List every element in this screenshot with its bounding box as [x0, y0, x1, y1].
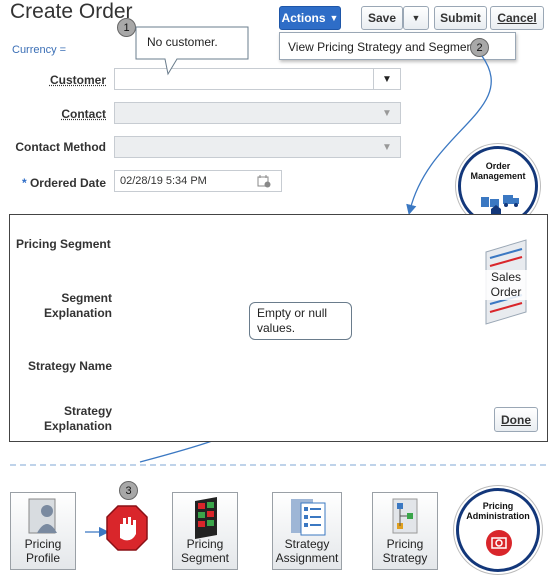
- checklist-icon: [291, 499, 326, 536]
- menu-item-view-pricing[interactable]: View Pricing Strategy and Segment: [288, 40, 477, 54]
- step-2-marker: 2: [470, 38, 489, 57]
- calendar-icon[interactable]: [257, 174, 271, 188]
- sales-order-label: Sales Order: [484, 270, 528, 300]
- strategy-assignment-tile[interactable]: Strategy Assignment: [272, 492, 342, 570]
- contact-method-label: Contact Method: [15, 140, 106, 154]
- required-mark: *: [21, 176, 27, 190]
- factory-truck-icon: [481, 195, 519, 216]
- submit-button[interactable]: Submit: [434, 6, 487, 30]
- chevron-down-icon: ▼: [382, 141, 392, 153]
- page-title: Create Order: [10, 0, 133, 23]
- pricing-administration-label: Pricing Administration: [466, 501, 530, 521]
- order-management-label: Order Management: [470, 161, 526, 181]
- done-button[interactable]: Done: [494, 407, 538, 432]
- callout-1-text: No customer.: [147, 35, 218, 49]
- actions-label: Actions: [281, 11, 326, 25]
- contact-method-field[interactable]: ▼: [114, 136, 401, 158]
- customer-label: Customer: [49, 73, 106, 87]
- step-3-marker: 3: [119, 481, 138, 500]
- segment-blocks-icon: [195, 497, 217, 539]
- chevron-down-icon: ▼: [411, 13, 421, 23]
- currency-label: Currency =: [12, 44, 67, 56]
- chevron-down-icon[interactable]: ▼: [373, 69, 400, 89]
- chevron-down-icon: ▼: [382, 107, 392, 119]
- ordered-date-label: * Ordered Date: [21, 176, 106, 190]
- flowchart-icon: [392, 498, 418, 534]
- ordered-date-field[interactable]: 02/28/19 5:34 PM: [114, 170, 282, 192]
- person-document-icon: [28, 498, 57, 534]
- pricing-administration-badge: Pricing Administration: [456, 488, 540, 572]
- actions-button[interactable]: Actions ▼: [279, 6, 341, 30]
- pricing-profile-tile[interactable]: Pricing Profile: [10, 492, 76, 570]
- pricing-segment-tile-label: Pricing Segment: [180, 537, 230, 565]
- callout-1-bubble: [135, 26, 249, 76]
- save-button[interactable]: Save: [361, 6, 403, 30]
- save-menu-button[interactable]: ▼: [403, 6, 429, 30]
- pricing-admin-icon: [486, 530, 512, 556]
- pricing-segment-tile[interactable]: Pricing Segment: [172, 492, 238, 570]
- strategy-assignment-label: Strategy Assignment: [275, 537, 339, 565]
- chevron-down-icon: ▼: [329, 13, 339, 23]
- pricing-segment-label: Pricing Segment: [16, 237, 111, 251]
- strategy-name-label: Strategy Name: [27, 359, 112, 373]
- pricing-strategy-tile[interactable]: Pricing Strategy: [372, 492, 438, 570]
- order-management-badge: Order Management: [458, 146, 538, 226]
- pricing-profile-label: Pricing Profile: [24, 537, 62, 565]
- step-1-marker: 1: [117, 18, 136, 37]
- cancel-button[interactable]: Cancel: [490, 6, 544, 30]
- pricing-strategy-label: Pricing Strategy: [382, 537, 428, 565]
- sales-order-image: Sales Order: [484, 238, 528, 326]
- segment-explanation-label: Segment Explanation: [43, 291, 112, 320]
- stop-hand-icon: [106, 505, 148, 551]
- contact-label: Contact: [61, 107, 106, 121]
- empty-values-callout: Empty or null values.: [249, 302, 352, 340]
- contact-field[interactable]: ▼: [114, 102, 401, 124]
- ordered-date-value: 02/28/19 5:34 PM: [120, 175, 207, 187]
- customer-field[interactable]: ▼: [114, 68, 401, 90]
- strategy-explanation-label: Strategy Explanation: [43, 404, 112, 433]
